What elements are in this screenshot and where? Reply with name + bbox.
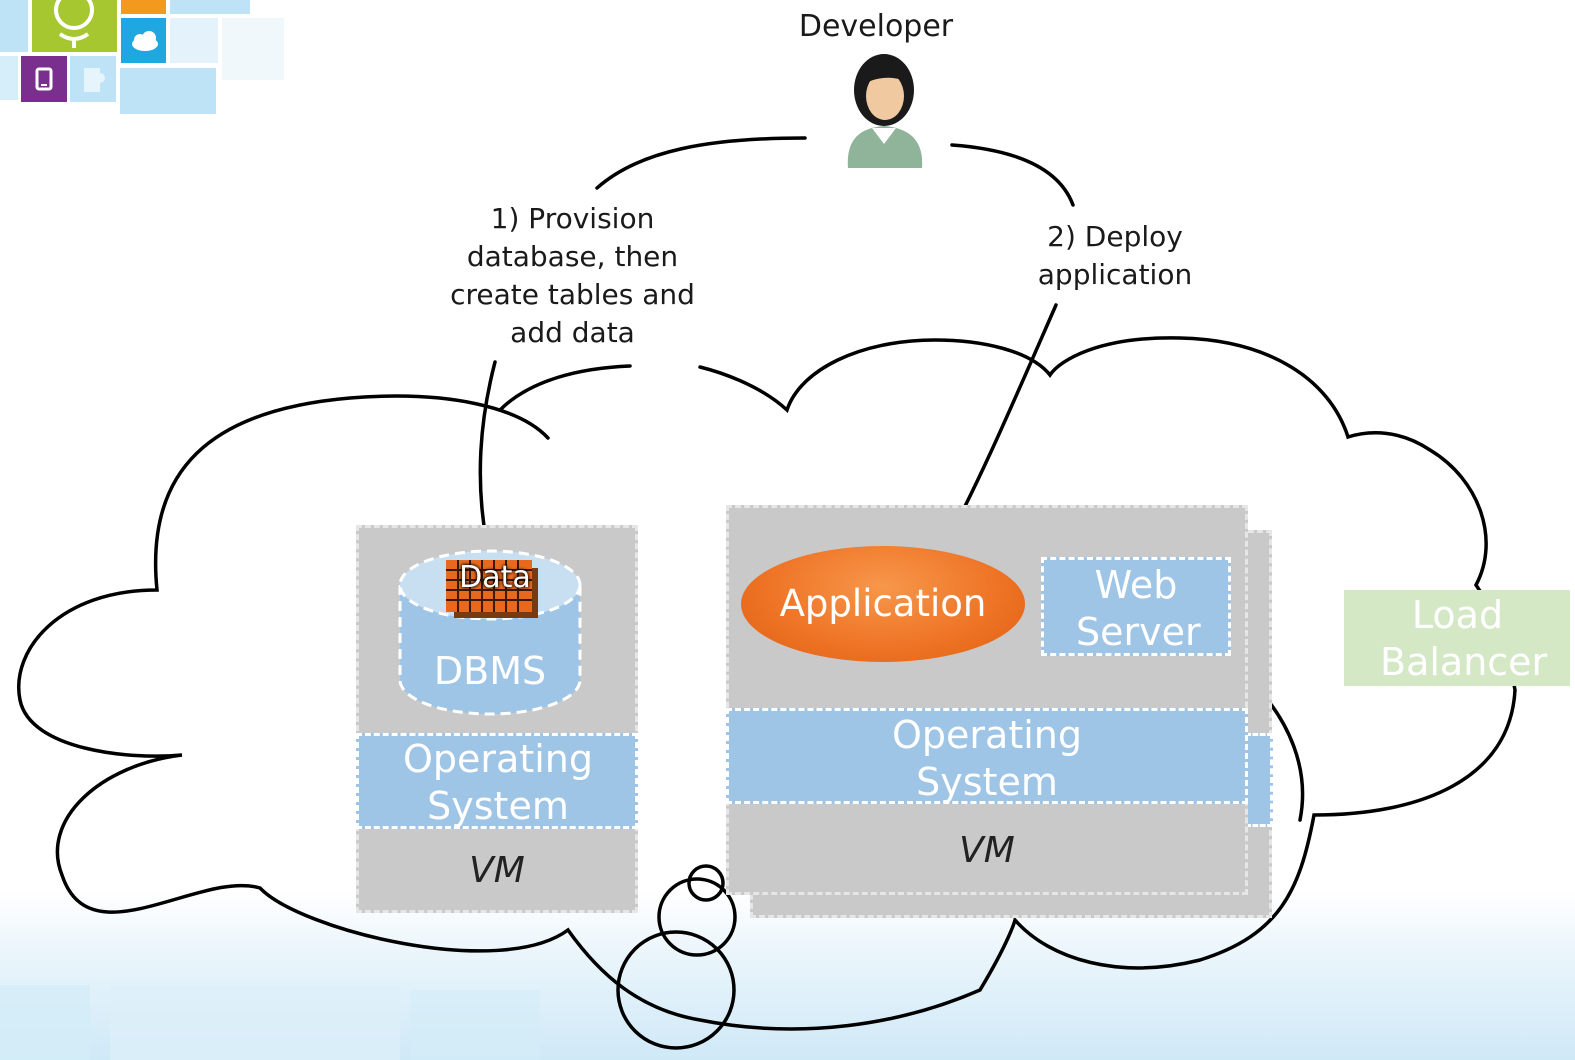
bg-panel-3 xyxy=(410,990,540,1060)
tile-lightblue-4 xyxy=(120,68,216,114)
application-node xyxy=(741,546,1025,662)
db-os-label: Operating System xyxy=(403,737,593,828)
app-os-label: Operating System xyxy=(892,713,1082,804)
app-vm-label: VM xyxy=(959,830,1015,871)
developer-person-icon xyxy=(838,46,930,168)
data-table-icon xyxy=(446,560,542,620)
bg-panel-2 xyxy=(110,985,400,1060)
developer-arc-left xyxy=(595,136,807,190)
cloud-top-gap-left xyxy=(498,364,632,412)
web-server-label: Web Server xyxy=(1076,563,1201,654)
tile-lightblue-1 xyxy=(0,0,28,52)
db-os-box xyxy=(356,733,638,829)
tile-pale-1 xyxy=(170,18,218,63)
load-balancer-label: Load Balancer xyxy=(1380,593,1548,684)
phone-tile-icon xyxy=(21,56,67,102)
developer-label: Developer xyxy=(798,9,954,44)
tile-orange xyxy=(121,0,166,14)
thought-bubble-medium xyxy=(657,877,737,957)
web-server-box xyxy=(1041,557,1231,656)
db-vm-label: VM xyxy=(469,850,525,891)
data-label: Data xyxy=(459,560,531,595)
thought-bubble-large xyxy=(616,930,736,1050)
arrow-provision xyxy=(478,360,497,547)
developer-arc-right xyxy=(950,143,1075,207)
bg-panel-1 xyxy=(0,985,90,1060)
thought-bubble-small xyxy=(687,864,725,902)
step-1-label: 1) Provision database, then create table… xyxy=(450,202,695,349)
globe-tile-icon xyxy=(32,0,117,52)
tile-lightblue-2 xyxy=(170,0,250,14)
step-2-label: 2) Deploy application xyxy=(1037,220,1193,291)
tile-lightblue-3 xyxy=(0,56,18,100)
cloud-outline xyxy=(17,336,1517,1031)
dbms-label: DBMS xyxy=(433,649,547,693)
cloud-tile-icon xyxy=(121,18,166,63)
puzzle-tile-icon xyxy=(70,56,116,102)
app-os-back-box xyxy=(1245,733,1273,827)
application-label: Application xyxy=(779,582,987,625)
load-balancer-box xyxy=(1344,590,1570,686)
app-os-box xyxy=(726,708,1248,804)
tile-pale-2 xyxy=(222,18,284,80)
